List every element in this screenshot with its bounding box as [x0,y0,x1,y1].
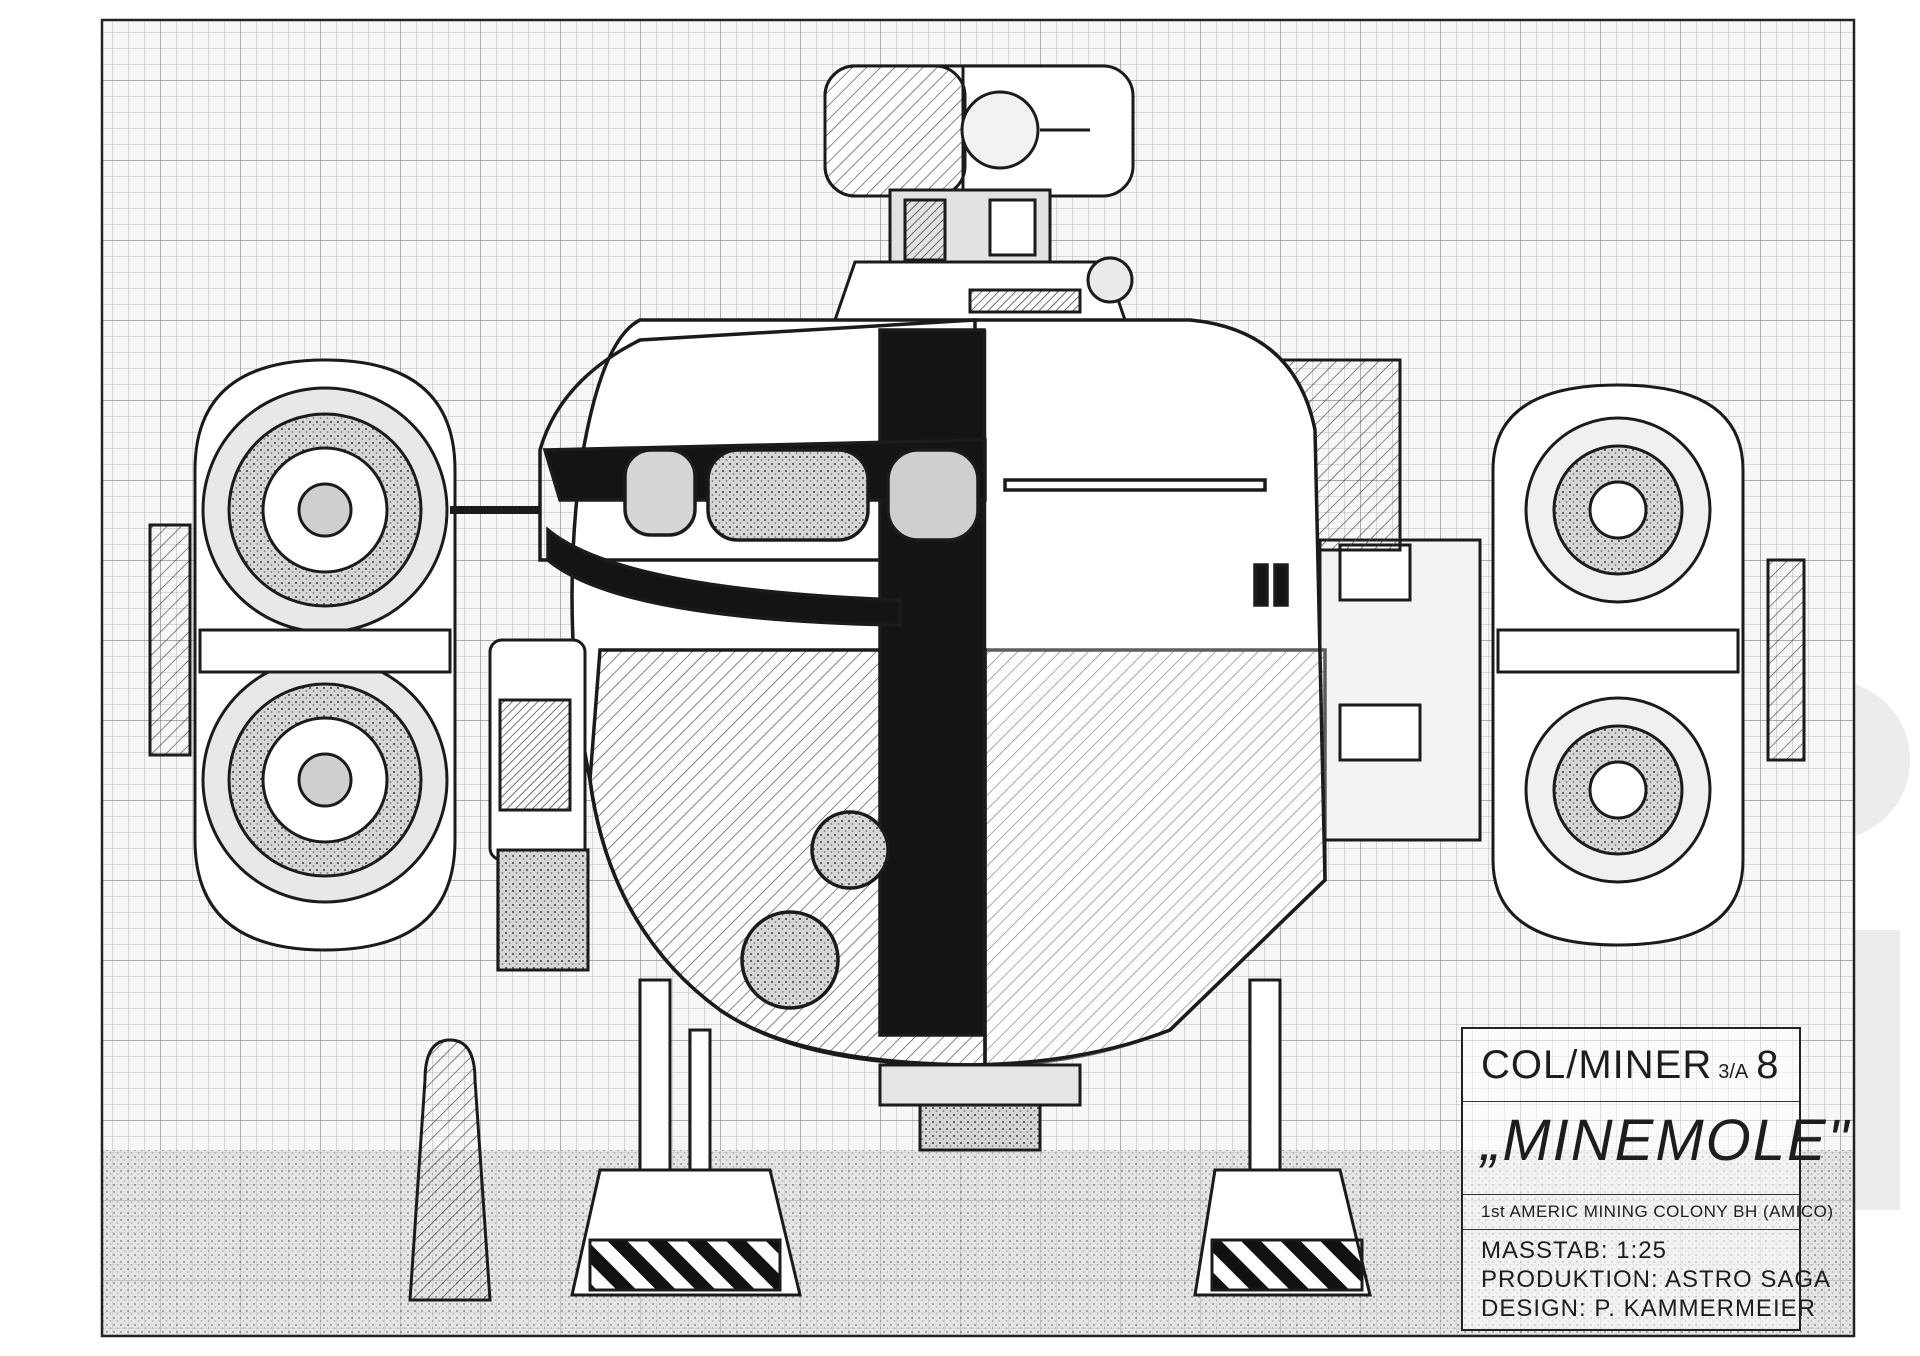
left-engine-pod [148,358,540,952]
model-code-sub: 3/A [1718,1061,1749,1083]
ship-name: „MINEMOLE" [1481,1108,1851,1173]
scale: MASSTAB: 1:25 [1481,1237,1667,1264]
model-code-number: 8 [1756,1043,1780,1087]
title-divider [1463,1101,1799,1102]
organization: 1st AMERIC MINING COLONY BH (AMICO) [1481,1202,1834,1221]
top-collar [832,256,1134,322]
bottom-sensor [878,1063,1082,1152]
title-divider [1463,1194,1799,1195]
right-landing-leg [1193,978,1372,1297]
main-hull [538,318,1327,1067]
left-manipulator-arm [488,638,590,972]
right-engine-pod [1491,383,1806,947]
title-divider [1463,1229,1799,1230]
designer: DESIGN: P. KAMMERMEIER [1481,1295,1816,1322]
left-landing-leg [570,978,802,1297]
top-drum [823,64,1135,267]
human-scale-figure [408,1038,492,1302]
production: PRODUKTION: ASTRO SAGA [1481,1266,1832,1293]
